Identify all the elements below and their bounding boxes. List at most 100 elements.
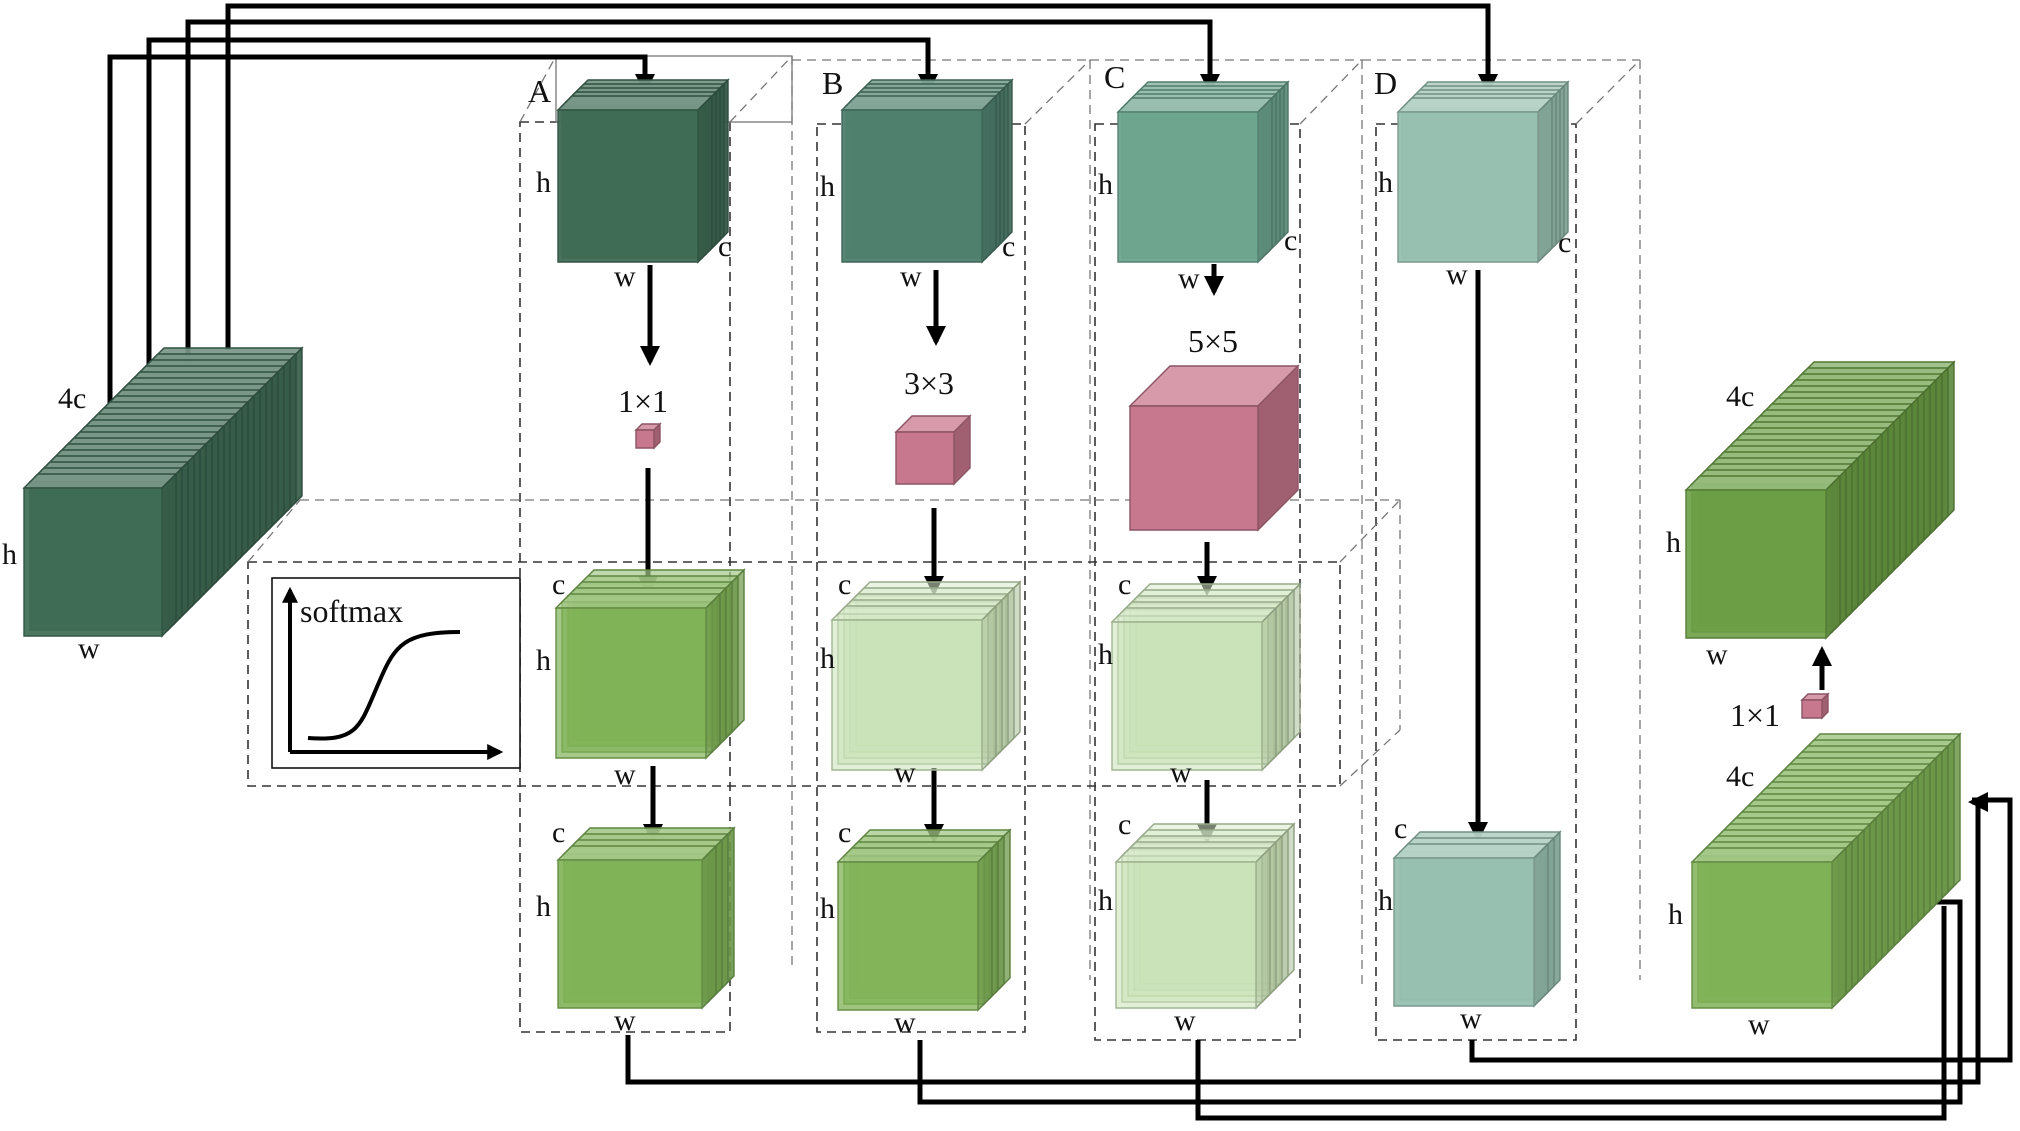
branch-c-cube-top [1116, 97, 1274, 113]
attention-c [1110, 582, 1302, 772]
weighted-c-face [1115, 861, 1257, 1009]
weighted-d-top [1392, 843, 1550, 859]
concat-block-top [1690, 847, 1848, 863]
attention-a-face [555, 607, 707, 759]
d3-h-label: h [1378, 884, 1393, 917]
branch-label-b: B [822, 65, 843, 101]
kernel-1x1 [634, 422, 662, 450]
a2-c-label: c [552, 568, 565, 601]
softmax-panel: softmax [271, 577, 521, 769]
kernel-label-a: 1×1 [618, 383, 668, 419]
c1-c-label: c [1284, 224, 1297, 257]
attention-c-top [1110, 607, 1278, 623]
b3-h-label: h [820, 892, 835, 925]
kernel-1x1-face [635, 429, 655, 449]
fusion-kernel [1800, 692, 1830, 720]
concat-4c-label: 4c [1726, 760, 1754, 793]
d1-c-label: c [1558, 226, 1571, 259]
weighted-a [556, 826, 736, 1010]
labels: A B C D 1×1 3×3 5×5 1×1 4c h w h w c h w… [2, 59, 1780, 1041]
input-wires [107, 3, 1498, 470]
out-4c-label: 4c [1726, 380, 1754, 413]
kernel-3x3 [894, 414, 972, 486]
branch-b-cube-face [841, 109, 983, 263]
b1-w-label: w [900, 260, 922, 293]
branch-d-cube-side [1537, 96, 1553, 264]
input-h-label: h [2, 538, 17, 571]
c3-c-label: c [1118, 808, 1131, 841]
output-block-top [1684, 475, 1842, 491]
b2-h-label: h [820, 642, 835, 675]
branch-c-cube [1116, 80, 1290, 264]
branch-label-d: D [1374, 65, 1397, 101]
a2-w-label: w [614, 758, 636, 791]
kernel-5x5-face [1129, 405, 1259, 531]
softmax-label: softmax [300, 593, 403, 629]
fusion-kernel-face [1801, 699, 1823, 719]
weighted-a-top [556, 845, 718, 861]
input-block-top [22, 473, 178, 489]
output-block [1684, 360, 1956, 640]
c2-h-label: h [1098, 638, 1113, 671]
concat-block-face [1691, 861, 1833, 1009]
kernel-5x5 [1128, 364, 1300, 532]
a1-h-label: h [536, 166, 551, 199]
input-block [22, 346, 304, 638]
weighted-b [836, 828, 1012, 1012]
c1-h-label: h [1098, 168, 1113, 201]
b3-c-label: c [838, 816, 851, 849]
kernel-3x3-face [895, 431, 955, 485]
output-block-side [1825, 474, 1841, 640]
a3-h-label: h [536, 890, 551, 923]
c1-w-label: w [1178, 262, 1200, 295]
weighted-b-side [977, 846, 993, 1012]
attention-a-side [705, 592, 721, 760]
d3-w-label: w [1460, 1002, 1482, 1035]
out-w-label: w [1706, 638, 1728, 671]
branch-d-cube-top [1396, 97, 1554, 113]
branch-label-c: C [1104, 59, 1125, 95]
c2-c-label: c [1118, 568, 1131, 601]
attention-b-face [831, 619, 983, 771]
concat-h-label: h [1668, 898, 1683, 931]
output-block-face [1685, 489, 1827, 639]
branch-b-cube [840, 78, 1014, 264]
a3-w-label: w [614, 1004, 636, 1037]
b1-c-label: c [1002, 230, 1015, 263]
concat-w-label: w [1748, 1008, 1770, 1041]
c2-w-label: w [1170, 756, 1192, 789]
weighted-b-top [836, 847, 994, 863]
branch-a-cube-top [556, 95, 714, 111]
attention-c-face [1111, 621, 1263, 771]
attention-a [554, 568, 746, 760]
input-block-face [23, 487, 163, 637]
weighted-c-side [1255, 846, 1271, 1010]
weighted-d [1392, 830, 1562, 1008]
attention-a-top [554, 593, 722, 609]
weighted-d-side [1533, 842, 1549, 1008]
branch-c-cube-side [1257, 96, 1273, 264]
weighted-c [1114, 822, 1296, 1010]
weighted-a-face [557, 859, 703, 1009]
branch-c-cube-face [1117, 111, 1259, 263]
d1-h-label: h [1378, 166, 1393, 199]
d1-w-label: w [1446, 258, 1468, 291]
d3-c-label: c [1394, 812, 1407, 845]
input-w-label: w [78, 632, 100, 665]
concat-block [1690, 732, 1962, 1010]
b3-w-label: w [894, 1006, 916, 1039]
attention-c-side [1261, 606, 1277, 772]
branch-a-cube-side [697, 94, 713, 264]
a2-h-label: h [536, 644, 551, 677]
b2-w-label: w [894, 756, 916, 789]
fusion-kernel-label: 1×1 [1730, 697, 1780, 733]
out-h-label: h [1666, 526, 1681, 559]
weighted-c-top [1114, 847, 1272, 863]
branch-a-cube [556, 78, 730, 264]
branch-b-cube-side [981, 94, 997, 264]
attention-b-side [981, 604, 997, 772]
branch-d-cube-face [1397, 111, 1539, 263]
weighted-a-side [701, 844, 717, 1010]
concat-block-side [1831, 846, 1847, 1010]
